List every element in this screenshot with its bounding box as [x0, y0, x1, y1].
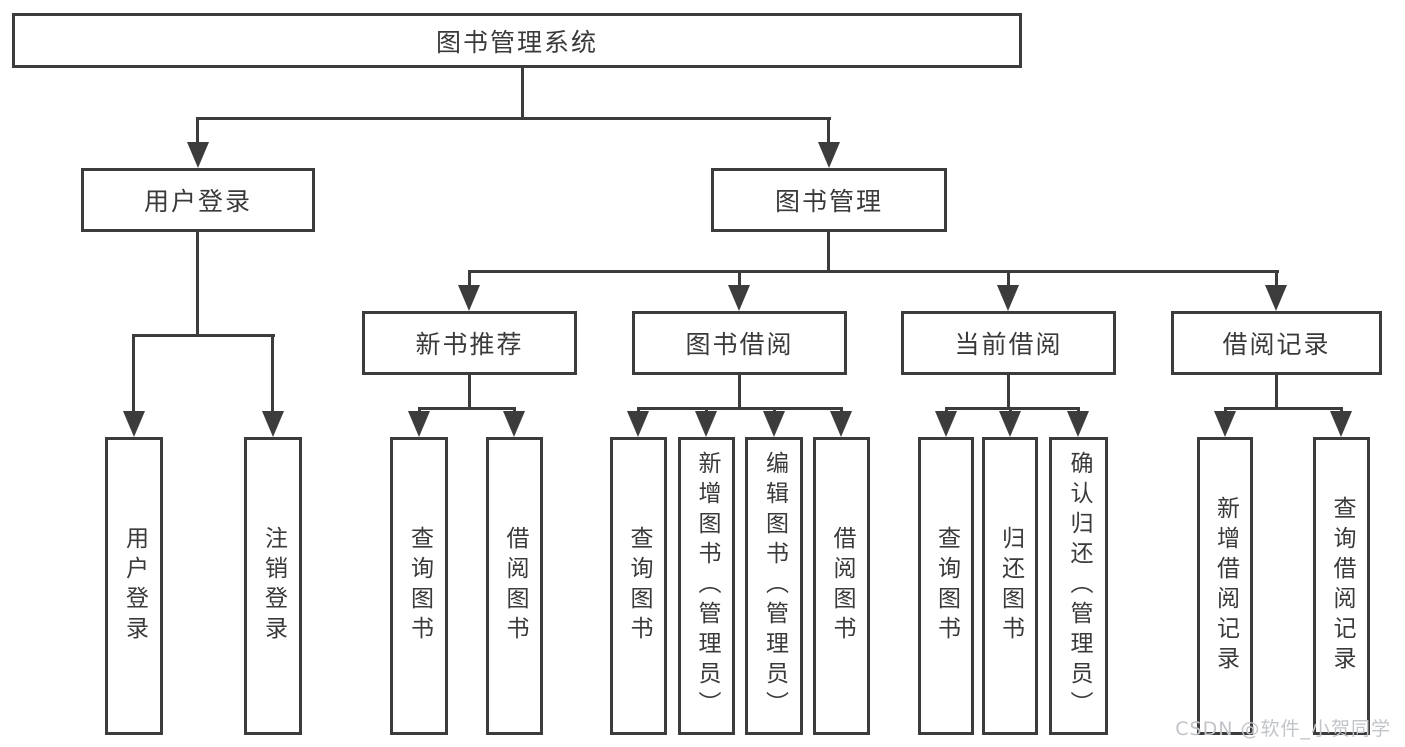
leaf-query-borrow-record: 查询借阅记录 [1313, 437, 1370, 735]
leaf-label: 查询图书 [933, 526, 960, 646]
node-label: 图书管理 [774, 187, 883, 216]
leaf-logout: 注销登录 [244, 437, 302, 735]
watermark: CSDN @软件_小贺同学 [1175, 718, 1391, 740]
connector-line [1077, 407, 1080, 414]
arrow-down-icon [818, 142, 840, 168]
arrow-down-icon [1330, 411, 1352, 437]
leaf-edit-book-admin: 编辑图书（管理员） [745, 437, 803, 735]
connector-line [196, 117, 199, 144]
connector-line [945, 407, 948, 414]
leaf-user-login: 用户登录 [105, 437, 163, 735]
leaf-label: 查询图书 [626, 526, 652, 646]
connector-line [468, 270, 1279, 273]
arrow-down-icon [763, 411, 785, 437]
connector-line [418, 407, 516, 410]
connector-line [738, 270, 741, 287]
connector-line [637, 407, 640, 414]
leaf-query-book-current: 查询图书 [918, 437, 974, 735]
arrow-down-icon [935, 411, 957, 437]
connector-line [418, 407, 421, 414]
connector-line [1275, 373, 1278, 410]
arrow-down-icon [1067, 411, 1089, 437]
node-label: 图书借阅 [685, 330, 794, 359]
leaf-label: 用户登录 [121, 526, 148, 646]
leaf-borrow-book-recommend: 借阅图书 [486, 437, 543, 735]
connector-line [132, 334, 275, 337]
arrow-down-icon [830, 411, 852, 437]
node-borrow-record: 借阅记录 [1171, 311, 1382, 375]
node-library-management-system: 图书管理系统 [12, 13, 1022, 68]
node-book-management: 图书管理 [711, 168, 947, 232]
leaf-label: 编辑图书（管理员） [761, 451, 788, 721]
connector-line [1224, 407, 1343, 410]
leaf-add-book-admin: 新增图书（管理员） [678, 437, 735, 735]
connector-line [521, 68, 524, 120]
node-label: 图书管理系统 [435, 27, 598, 57]
leaf-add-borrow-record: 新增借阅记录 [1197, 437, 1253, 735]
leaf-query-book-borrow: 查询图书 [610, 437, 667, 735]
connector-line [271, 334, 274, 413]
leaf-return-book: 归还图书 [982, 437, 1038, 735]
connector-line [773, 407, 776, 414]
leaf-label: 注销登录 [260, 526, 287, 646]
connector-line [1275, 270, 1278, 287]
arrow-down-icon [728, 285, 750, 311]
node-label: 用户登录 [143, 187, 252, 216]
connector-line [840, 407, 843, 414]
node-label: 新书推荐 [415, 330, 524, 359]
arrow-down-icon [999, 411, 1021, 437]
connector-line [196, 232, 199, 337]
node-user-login: 用户登录 [81, 168, 315, 232]
node-label: 当前借阅 [954, 330, 1063, 359]
connector-line [468, 270, 471, 287]
connector-line [945, 407, 1080, 410]
arrow-down-icon [997, 285, 1019, 311]
node-current-borrow: 当前借阅 [901, 311, 1116, 375]
connector-line [705, 407, 708, 414]
arrow-down-icon [1265, 285, 1287, 311]
leaf-label: 查询借阅记录 [1329, 496, 1355, 676]
connector-line [1340, 407, 1343, 414]
arrow-down-icon [695, 411, 717, 437]
leaf-confirm-return-admin: 确认归还（管理员） [1049, 437, 1108, 735]
arrow-down-icon [187, 142, 209, 168]
leaf-label: 确认归还（管理员） [1066, 451, 1092, 721]
arrow-down-icon [503, 411, 525, 437]
node-label: 借阅记录 [1222, 330, 1331, 359]
arrow-down-icon [262, 411, 284, 437]
connector-line [827, 117, 830, 144]
connector-line [468, 373, 471, 410]
leaf-query-book-recommend: 查询图书 [390, 437, 448, 735]
arrow-down-icon [123, 411, 145, 437]
connector-line [1224, 407, 1227, 414]
node-new-book-recommend: 新书推荐 [362, 311, 577, 375]
connector-line [637, 407, 843, 410]
connector-line [1007, 270, 1010, 287]
arrow-down-icon [1214, 411, 1236, 437]
arrow-down-icon [408, 411, 430, 437]
connector-line [196, 117, 831, 120]
connector-line [1009, 407, 1012, 414]
leaf-label: 借阅图书 [502, 526, 528, 646]
connector-line [513, 407, 516, 414]
leaf-label: 借阅图书 [829, 526, 855, 646]
leaf-borrow-book: 借阅图书 [813, 437, 870, 735]
connector-line [1007, 373, 1010, 410]
connector-line [132, 334, 135, 413]
leaf-label: 归还图书 [997, 526, 1024, 646]
leaf-label: 新增借阅记录 [1212, 496, 1239, 676]
connector-line [827, 232, 830, 273]
connector-line [738, 373, 741, 410]
arrow-down-icon [458, 285, 480, 311]
node-book-borrow: 图书借阅 [632, 311, 847, 375]
leaf-label: 查询图书 [406, 526, 433, 646]
arrow-down-icon [627, 411, 649, 437]
leaf-label: 新增图书（管理员） [694, 451, 720, 721]
